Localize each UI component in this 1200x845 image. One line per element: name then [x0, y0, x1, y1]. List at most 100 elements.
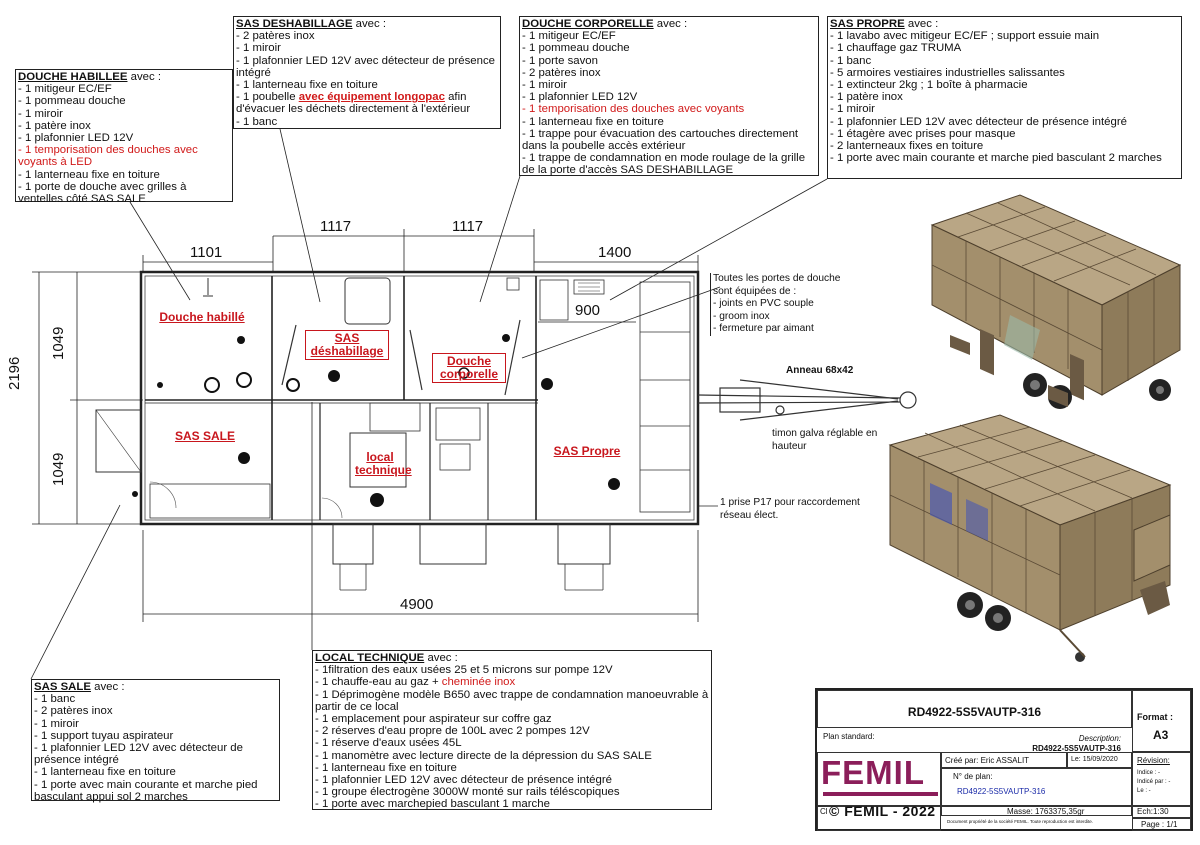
callout-douche-corporelle: DOUCHE CORPORELLE avec : - 1 mitigeur EC… [519, 16, 819, 176]
callout-line: - 2 patères inox [236, 30, 315, 43]
dim-2196: 2196 [6, 356, 23, 390]
callout-line: - 1 support tuyau aspirateur [34, 729, 174, 742]
callout-title-suffix: avec : [90, 681, 125, 693]
callout-line: - 1 banc [236, 115, 278, 128]
trailer-outline [95, 270, 917, 591]
room-label-local-technique: local technique [355, 450, 412, 477]
brand-underline [823, 792, 938, 796]
trailer-3d-top [930, 194, 1182, 409]
callout-highlight: cheminée inox [441, 676, 516, 689]
note-anneau: Anneau 68x42 [786, 365, 854, 376]
legal-notice: Document propriété de la société FEMIL. … [947, 819, 1093, 824]
callout-line: - 1 miroir [236, 42, 281, 55]
callout-line: - 1 porte avec main courante et marche p… [34, 778, 258, 803]
callout-sas-sale: SAS SALE avec : - 1 banc- 2 patères inox… [31, 679, 280, 803]
callout-title-suffix: avec : [127, 71, 162, 83]
dimension-lines [32, 229, 699, 622]
callout-line: - 2 patères inox [522, 66, 601, 79]
room-label-sas-deshabillage: SAS déshabillage [305, 330, 389, 360]
callout-line: - 1 miroir [34, 717, 79, 730]
room-label-douche-corporelle: Douche corporelle [432, 353, 506, 383]
callout-line: - 1 patère inox [18, 119, 91, 132]
date-label: Le: [1071, 756, 1081, 763]
callout-line: - 1 emplacement pour aspirateur sur coff… [315, 713, 552, 726]
plan-number-label: N° de plan: [953, 772, 993, 781]
callout-line: - 1filtration des eaux usées 25 et 5 mic… [315, 664, 613, 677]
callout-line: - 1 lavabo avec mitigeur EC/EF ; support… [830, 30, 1100, 43]
created-by-value: Eric ASSALIT [980, 756, 1030, 765]
callout-line: - 1 lanterneau fixe en toiture [34, 766, 176, 779]
callout-line: - 1 banc [830, 54, 872, 67]
callout-title-suffix: avec : [352, 18, 387, 30]
callout-highlight: avec équipement longopac [298, 91, 445, 104]
callout-line: - 1 lanterneau fixe en toiture [236, 79, 378, 92]
callout-line: - 1 réserve d'eaux usées 45L [315, 737, 462, 750]
callout-line: - 1 extincteur 2kg ; 1 boîte à pharmacie [830, 79, 1028, 92]
callout-line: - 1 miroir [522, 79, 567, 92]
indice-le-label: Le : - [1137, 788, 1151, 794]
callout-line: - 2 lanterneaux fixes en toiture [830, 140, 984, 153]
callout-douche-habillee: DOUCHE HABILLEE avec : - 1 mitigeur EC/E… [15, 69, 233, 206]
callout-line: - 1 banc [34, 693, 76, 706]
callout-line: - 1 chauffe-eau au gaz + cheminée inox [315, 676, 709, 688]
callout-local-technique: LOCAL TECHNIQUE avec : - 1filtration des… [312, 650, 712, 810]
title-block: RD4922-5S5VAUTP-316 Plan standard: Descr… [815, 688, 1193, 831]
callout-line: - 1 étagère avec prises pour masque [830, 127, 1016, 140]
callout-line: - 1 manomètre avec lecture directe de la… [315, 749, 652, 762]
callout-text: afin d'évacuer les déchets directement à… [236, 91, 471, 116]
callout-line: - 2 patères inox [34, 705, 113, 718]
callout-line: - fermeture par aimant [713, 323, 814, 335]
indice-par-label: Indicé par : - [1137, 779, 1171, 785]
callout-line: - 1 temporisation des douches avec voyan… [522, 103, 745, 116]
description-value: RD4922-5S5VAUTP-316 [1032, 744, 1121, 753]
format-label: Format : [1137, 712, 1173, 722]
dim-900: 900 [575, 302, 601, 319]
callout-line: - 1 groupe électrogène 3000W monté sur r… [315, 786, 620, 799]
page-number: Page : 1/1 [1141, 820, 1178, 829]
dim-1101: 1101 [190, 244, 223, 261]
callout-line: - 1 lanterneau fixe en toiture [315, 761, 457, 774]
callout-line: - 1 plafonnier LED 12V avec détecteur de… [34, 742, 243, 767]
callout-line: - 1 pommeau douche [522, 42, 630, 55]
callout-line: - 1 lanterneau fixe en toiture [522, 115, 664, 128]
copyright: © FEMIL - 2022 [829, 803, 936, 819]
callout-line: sont équipées de : [713, 285, 797, 297]
dim-1400: 1400 [598, 244, 632, 261]
note-prise: 1 prise P17 pour raccordement réseau éle… [720, 497, 860, 521]
callout-line: - 1 poubelle avec équipement longopac af… [236, 91, 498, 115]
callout-line: - 1 trappe de condamnation en mode roula… [522, 152, 806, 177]
revision-label: Révision: [1137, 756, 1170, 765]
dim-4900: 4900 [400, 596, 434, 613]
callout-title-suffix: avec : [904, 18, 939, 30]
callout-line: - 1 chauffage gaz TRUMA [830, 42, 962, 55]
callout-line: - 1 patère inox [830, 91, 903, 104]
callout-sas-propre: SAS PROPRE avec : - 1 lavabo avec mitige… [827, 16, 1182, 179]
cl-label: Cl [820, 807, 828, 816]
callout-line: - 1 miroir [830, 103, 875, 116]
trailer-3d-bottom [888, 414, 1172, 662]
callout-title: SAS DESHABILLAGE [236, 18, 353, 30]
dim-1049-b: 1049 [50, 452, 67, 486]
callout-line: - 1 plafonnier LED 12V avec détecteur de… [315, 774, 612, 787]
drawing-ref: RD4922-5S5VAUTP-316 [907, 705, 1042, 719]
dim-1117-a: 1117 [320, 218, 352, 235]
description-label: Description: [1078, 734, 1121, 743]
callout-line: Toutes les portes de douche [713, 273, 841, 284]
callout-line: - 1 Déprimogène modèle B650 avec trappe … [315, 688, 709, 713]
plan-number-value: RD4922-5S5VAUTP-316 [957, 787, 1046, 796]
callout-title: SAS PROPRE [830, 18, 905, 30]
callout-line: - 1 plafonnier LED 12V [18, 132, 134, 145]
callout-title: DOUCHE CORPORELLE [522, 18, 654, 30]
callout-line: - joints en PVC souple [713, 298, 814, 310]
callout-line: - 1 miroir [18, 107, 63, 120]
format-value: A3 [1153, 728, 1169, 742]
callout-line: - 1 plafonnier LED 12V [522, 91, 638, 104]
callout-line: - 1 porte avec main courante et marche p… [830, 152, 1162, 165]
callout-line: - 1 porte de douche avec grilles à vente… [18, 180, 187, 206]
brand-logo: FEMIL [821, 754, 925, 791]
room-label-sas-propre: SAS Propre [553, 444, 621, 458]
callout-line: - 1 porte savon [522, 54, 598, 67]
callout-title-suffix: avec : [653, 18, 688, 30]
callout-line: - 2 réserves d'eau propre de 100L avec 2… [315, 725, 590, 738]
